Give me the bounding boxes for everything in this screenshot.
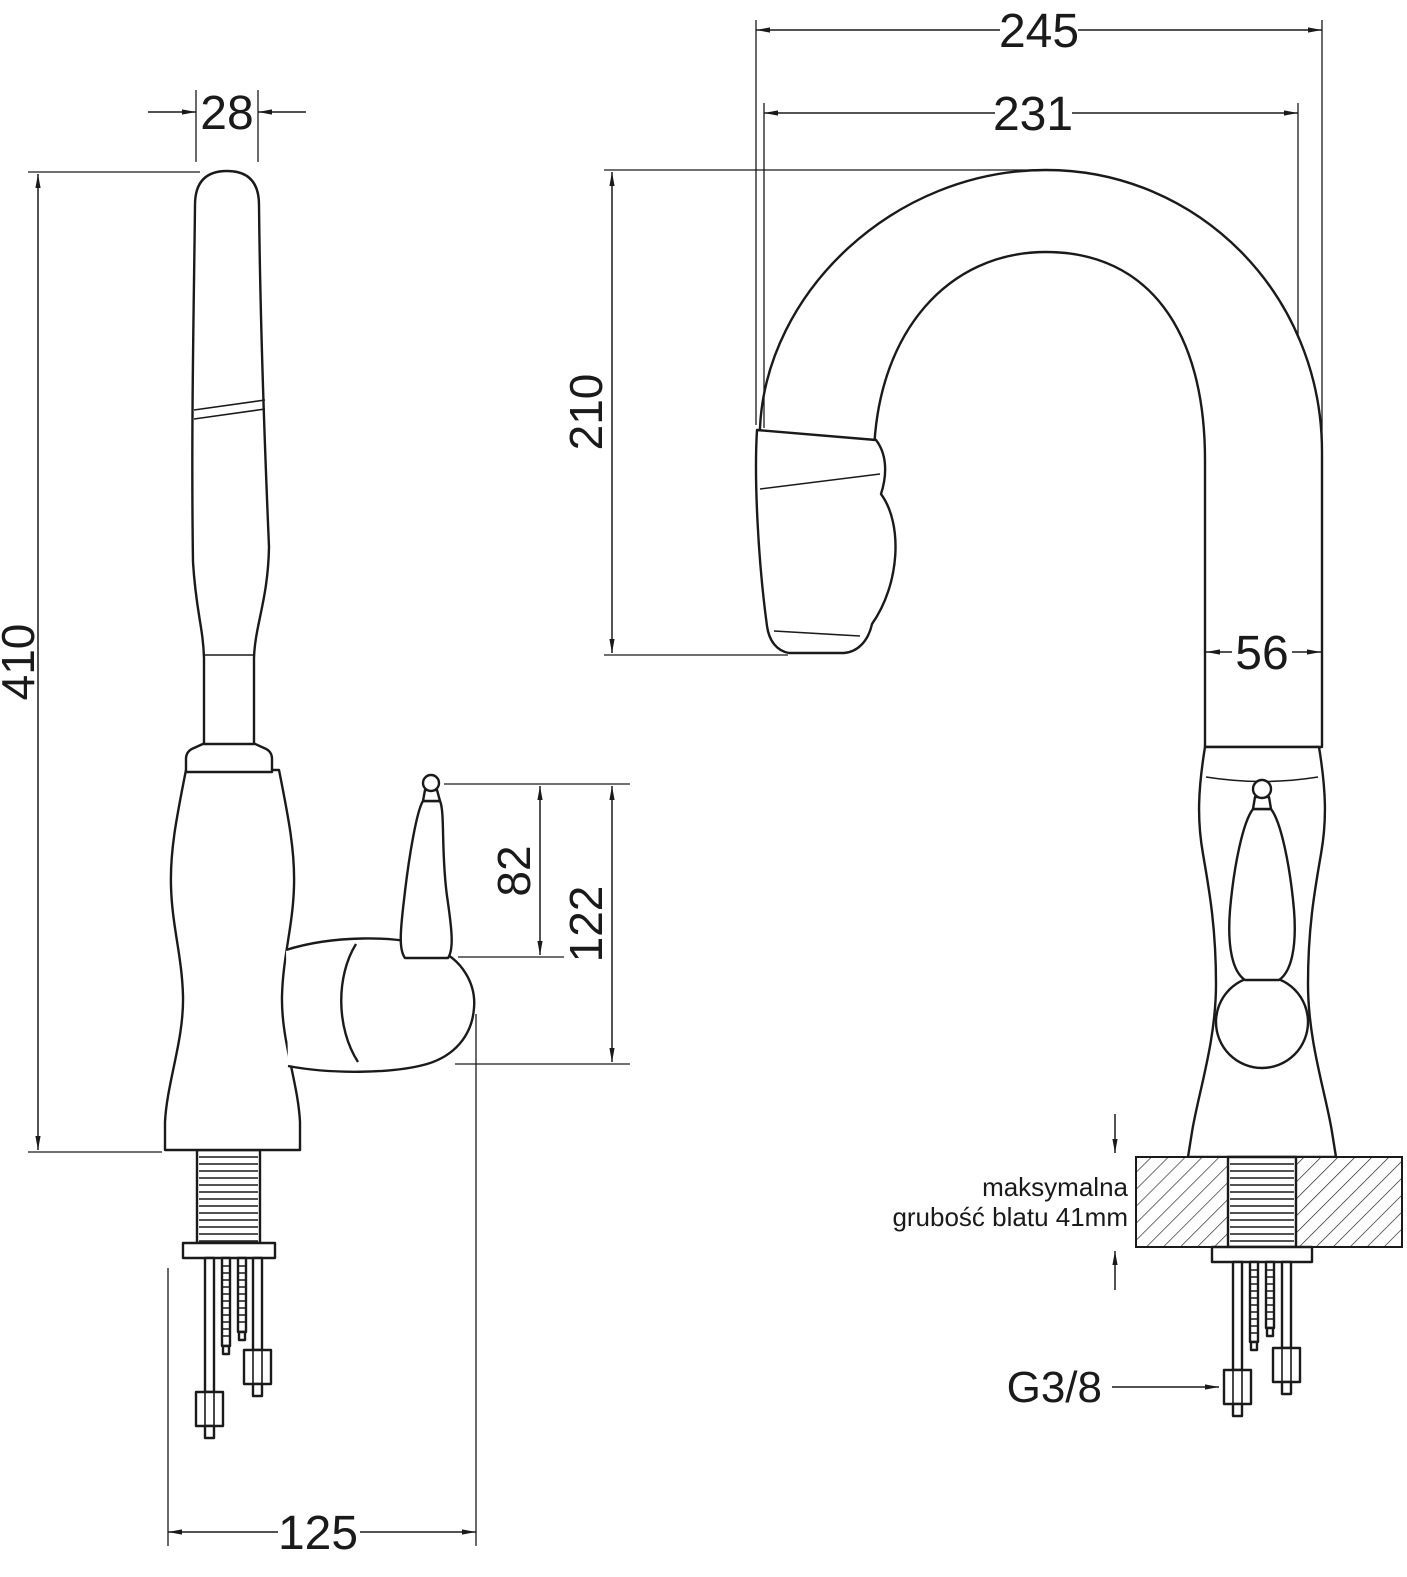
stud-tip: [1249, 1340, 1259, 1352]
supply-hose: [251, 1256, 264, 1352]
connector-tip: [1231, 1402, 1244, 1418]
connector-tip: [203, 1424, 216, 1440]
hex-connector: [242, 1348, 273, 1386]
hex-connector: [1222, 1368, 1253, 1406]
supply-stud: [1248, 1260, 1260, 1344]
connector-tip: [251, 1382, 264, 1398]
stud-tip: [1265, 1326, 1275, 1338]
dim-410: 410: [0, 171, 200, 1153]
valve-joint-fill: [286, 938, 475, 1072]
extension-lines: [604, 169, 1046, 656]
note-line-1: maksymalna: [982, 1172, 1128, 1202]
handle-finial-front: [1251, 778, 1273, 800]
dim-210: 210: [560, 169, 1046, 656]
stud-threads: [238, 1265, 246, 1323]
left-faucet-view: 28 410 82 122 125: [0, 87, 630, 1560]
spray-head-seam: [759, 473, 881, 490]
stud-threads: [1266, 1269, 1274, 1320]
threaded-shank: [1226, 1155, 1298, 1249]
extension-lines: [444, 783, 630, 958]
dim-label-82: 82: [488, 845, 540, 896]
supply-stud: [236, 1256, 248, 1334]
g38-text: G3/8: [1007, 1363, 1102, 1412]
handle-lever: [399, 799, 453, 960]
dim-label-410: 410: [0, 624, 44, 701]
dim-label-28: 28: [200, 87, 253, 140]
handle-base-circle: [1214, 974, 1310, 1070]
dim-125: 125: [167, 1014, 477, 1560]
countertop-note: maksymalna grubość blatu 41mm: [892, 1114, 1129, 1290]
dim-231: 231: [763, 88, 1299, 428]
extension-lines: [763, 103, 1299, 428]
supply-hose: [1280, 1260, 1293, 1350]
spout-seam-lines: [193, 399, 266, 420]
spout-collar: [184, 741, 274, 774]
supply-hose: [1231, 1260, 1244, 1372]
dim-245: 245: [755, 5, 1323, 446]
stud-tip: [237, 1330, 247, 1342]
dim-28: 28: [148, 87, 306, 162]
hex-connector-facets: [1232, 1370, 1243, 1404]
connector-tip: [1280, 1380, 1293, 1396]
dim-label-56: 56: [1235, 627, 1288, 680]
hex-connector-facets: [252, 1350, 263, 1384]
stud-tip: [221, 1344, 231, 1356]
gooseneck-spout: [756, 168, 1324, 749]
countertop-left-slab: [1135, 1156, 1229, 1248]
shank-threads: [1230, 1163, 1294, 1242]
faucet-body: [163, 768, 302, 1152]
hex-connector-facets: [204, 1392, 215, 1426]
note-line-2: grubość blatu 41mm: [892, 1202, 1128, 1232]
dim-label-125: 125: [278, 1507, 358, 1560]
supply-hose: [203, 1256, 216, 1394]
shank-threads: [199, 1156, 258, 1242]
extension-lines: [28, 171, 200, 1153]
dim-122: 122: [455, 786, 630, 1065]
extension-lines: [167, 1014, 477, 1546]
washer-plate: [1210, 1245, 1314, 1264]
countertop-right-slab: [1295, 1156, 1403, 1248]
handle-lever-front: [1228, 807, 1296, 982]
dim-label-245: 245: [999, 5, 1079, 58]
valve-joint: [285, 937, 476, 1073]
extension-lines: [195, 90, 259, 162]
washer-plate: [181, 1241, 277, 1260]
extension-lines: [755, 20, 1323, 446]
hex-connector-facets: [1281, 1348, 1292, 1382]
spray-head-nozzle-line: [773, 630, 861, 637]
dim-label-122: 122: [560, 886, 612, 963]
spout-column: [191, 169, 271, 746]
valve-joint-seam: [340, 943, 360, 1063]
mounting-hardware-left: [181, 1148, 277, 1440]
hex-connector: [1271, 1346, 1302, 1384]
supply-stud: [1264, 1260, 1276, 1330]
stud-threads: [1250, 1269, 1258, 1334]
spray-head: [754, 428, 897, 655]
dim-label-231: 231: [993, 88, 1073, 141]
dim-82: 82: [444, 783, 630, 958]
right-faucet-view: 245 231 210 56 maksymalna grubość blatu …: [560, 5, 1403, 1418]
stud-threads: [222, 1265, 230, 1337]
countertop-section: [1135, 1155, 1403, 1249]
dim-56: 56: [1206, 627, 1321, 680]
handle-finial: [421, 773, 441, 793]
mounting-hardware-right: [1210, 1245, 1314, 1418]
dim-label-210: 210: [560, 374, 612, 451]
thread-size-label: G3/8: [1007, 1363, 1219, 1412]
hex-connector: [194, 1390, 225, 1428]
supply-stud: [220, 1256, 232, 1348]
